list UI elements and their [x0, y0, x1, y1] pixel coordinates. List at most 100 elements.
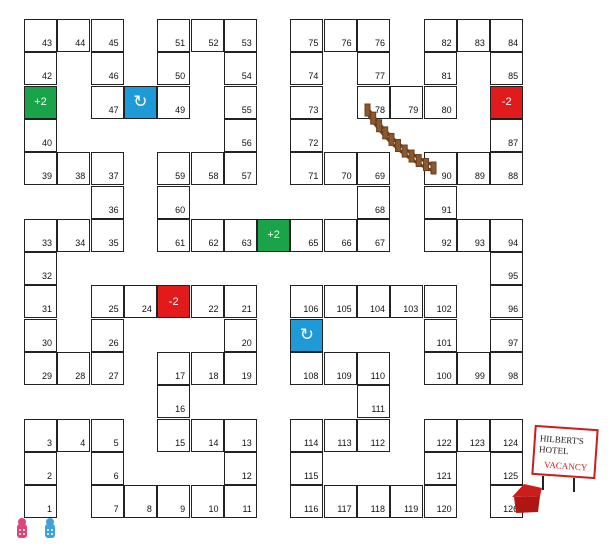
cell-number: 69: [374, 171, 385, 182]
cell-number: 118: [370, 504, 385, 515]
cell-number: 27: [108, 371, 119, 381]
cell-number: 101: [436, 337, 452, 348]
board-cell: 105: [323, 285, 357, 319]
cell-number: 13: [241, 437, 252, 448]
board-cell: 89: [456, 152, 490, 186]
cell-number: 8: [146, 504, 152, 515]
board-cell: 56: [223, 118, 257, 152]
cell-number: 22: [208, 304, 219, 315]
cell-number: 76: [341, 38, 352, 48]
cell-number: 12: [241, 470, 252, 481]
board-cell: 110: [357, 352, 390, 385]
board-cell: 94: [490, 218, 524, 252]
board-cell: 100: [423, 352, 457, 385]
board-cell: 81: [423, 52, 457, 86]
board-cell: 106: [290, 285, 324, 319]
cell-number: 82: [441, 38, 452, 48]
cell-number: 50: [175, 71, 186, 82]
board-cell: 82: [423, 19, 457, 52]
board-cell: 47: [90, 85, 124, 119]
cell-number: 104: [369, 304, 385, 315]
cell-number: 29: [41, 371, 52, 381]
cell-number: 2: [46, 470, 52, 481]
cell-number: 33: [41, 237, 52, 248]
cell-number: 124: [503, 437, 519, 448]
cell-number: 73: [308, 104, 319, 115]
cell-number: 57: [241, 171, 252, 182]
sign-line-3: VACANCY: [543, 459, 588, 473]
board-cell: 13: [223, 418, 257, 452]
board-cell: 83: [456, 19, 490, 52]
board-cell: 11: [223, 485, 257, 519]
board-cell: 123: [456, 418, 490, 452]
cell-number: 16: [175, 404, 186, 415]
board-cell: 121: [423, 451, 457, 485]
board-cell: 113: [323, 418, 357, 452]
cell-number: 65: [308, 237, 319, 248]
cell-number: 54: [241, 71, 252, 82]
board-cell: 63: [223, 218, 257, 252]
cell-number: 79: [408, 104, 419, 115]
board-cell: 109: [323, 352, 357, 385]
board-cell: 8: [123, 485, 157, 519]
board-cell: 101: [423, 318, 457, 352]
board-cell: 19: [223, 352, 257, 385]
board-cell: 18: [190, 352, 224, 385]
board-cell: 124: [490, 418, 524, 452]
rotate-icon: ↻: [299, 325, 315, 345]
cell-number: 109: [336, 371, 352, 381]
cell-number: 53: [241, 38, 252, 48]
cell-number: 85: [508, 71, 519, 82]
cell-number: 76: [374, 38, 385, 48]
cell-number: 106: [303, 304, 319, 315]
cell-number: 120: [436, 504, 452, 515]
cell-number: 87: [508, 137, 519, 148]
board-cell: 59: [157, 152, 191, 186]
board-cell: 27: [90, 352, 124, 385]
cell-number: 61: [175, 237, 186, 248]
board-cell: 73: [290, 85, 324, 119]
board-cell: 3: [24, 418, 57, 452]
board-cell: 67: [357, 218, 390, 252]
board-cell: 88: [490, 152, 524, 186]
board-cell: 114: [290, 418, 324, 452]
board-cell: 116: [290, 485, 324, 519]
cell-number: 52: [208, 38, 219, 48]
special-cell-red: -2: [157, 285, 191, 319]
board-cell: 33: [24, 218, 57, 252]
cell-number: 66: [341, 237, 352, 248]
cell-number: 26: [108, 337, 119, 348]
cell-number: 7: [113, 504, 119, 515]
cell-number: 78: [374, 104, 385, 115]
cell-number: 6: [113, 470, 119, 481]
board-cell: 119: [390, 485, 424, 519]
cell-number: 17: [175, 371, 186, 381]
board-cell: 55: [223, 85, 257, 119]
board-cell: 36: [90, 185, 124, 219]
cell-number: 83: [474, 38, 485, 48]
sign-post-right: [573, 478, 575, 492]
cell-number: 77: [374, 71, 385, 82]
board-cell: 65: [290, 218, 324, 252]
board-cell: 90: [423, 152, 457, 186]
board-cell: 80: [423, 85, 457, 119]
cell-number: 92: [441, 237, 452, 248]
cell-number: 71: [308, 171, 319, 182]
board-cell: 1: [24, 485, 57, 519]
cell-number: 88: [508, 171, 519, 182]
cell-number: 31: [41, 304, 52, 315]
board-cell: 115: [290, 451, 324, 485]
cell-number: 68: [374, 204, 385, 215]
board-cell: 112: [357, 418, 390, 452]
board-cell: 35: [90, 218, 124, 252]
cell-number: 60: [175, 204, 186, 215]
board-cell: 10: [190, 485, 224, 519]
board-cell: 5: [90, 418, 124, 452]
board-cell: 32: [24, 252, 57, 286]
cell-number: 5: [113, 437, 119, 448]
board-cell: 29: [24, 352, 57, 385]
cell-number: 43: [41, 38, 52, 48]
cell-number: 116: [304, 504, 319, 515]
cell-number: 34: [75, 237, 86, 248]
